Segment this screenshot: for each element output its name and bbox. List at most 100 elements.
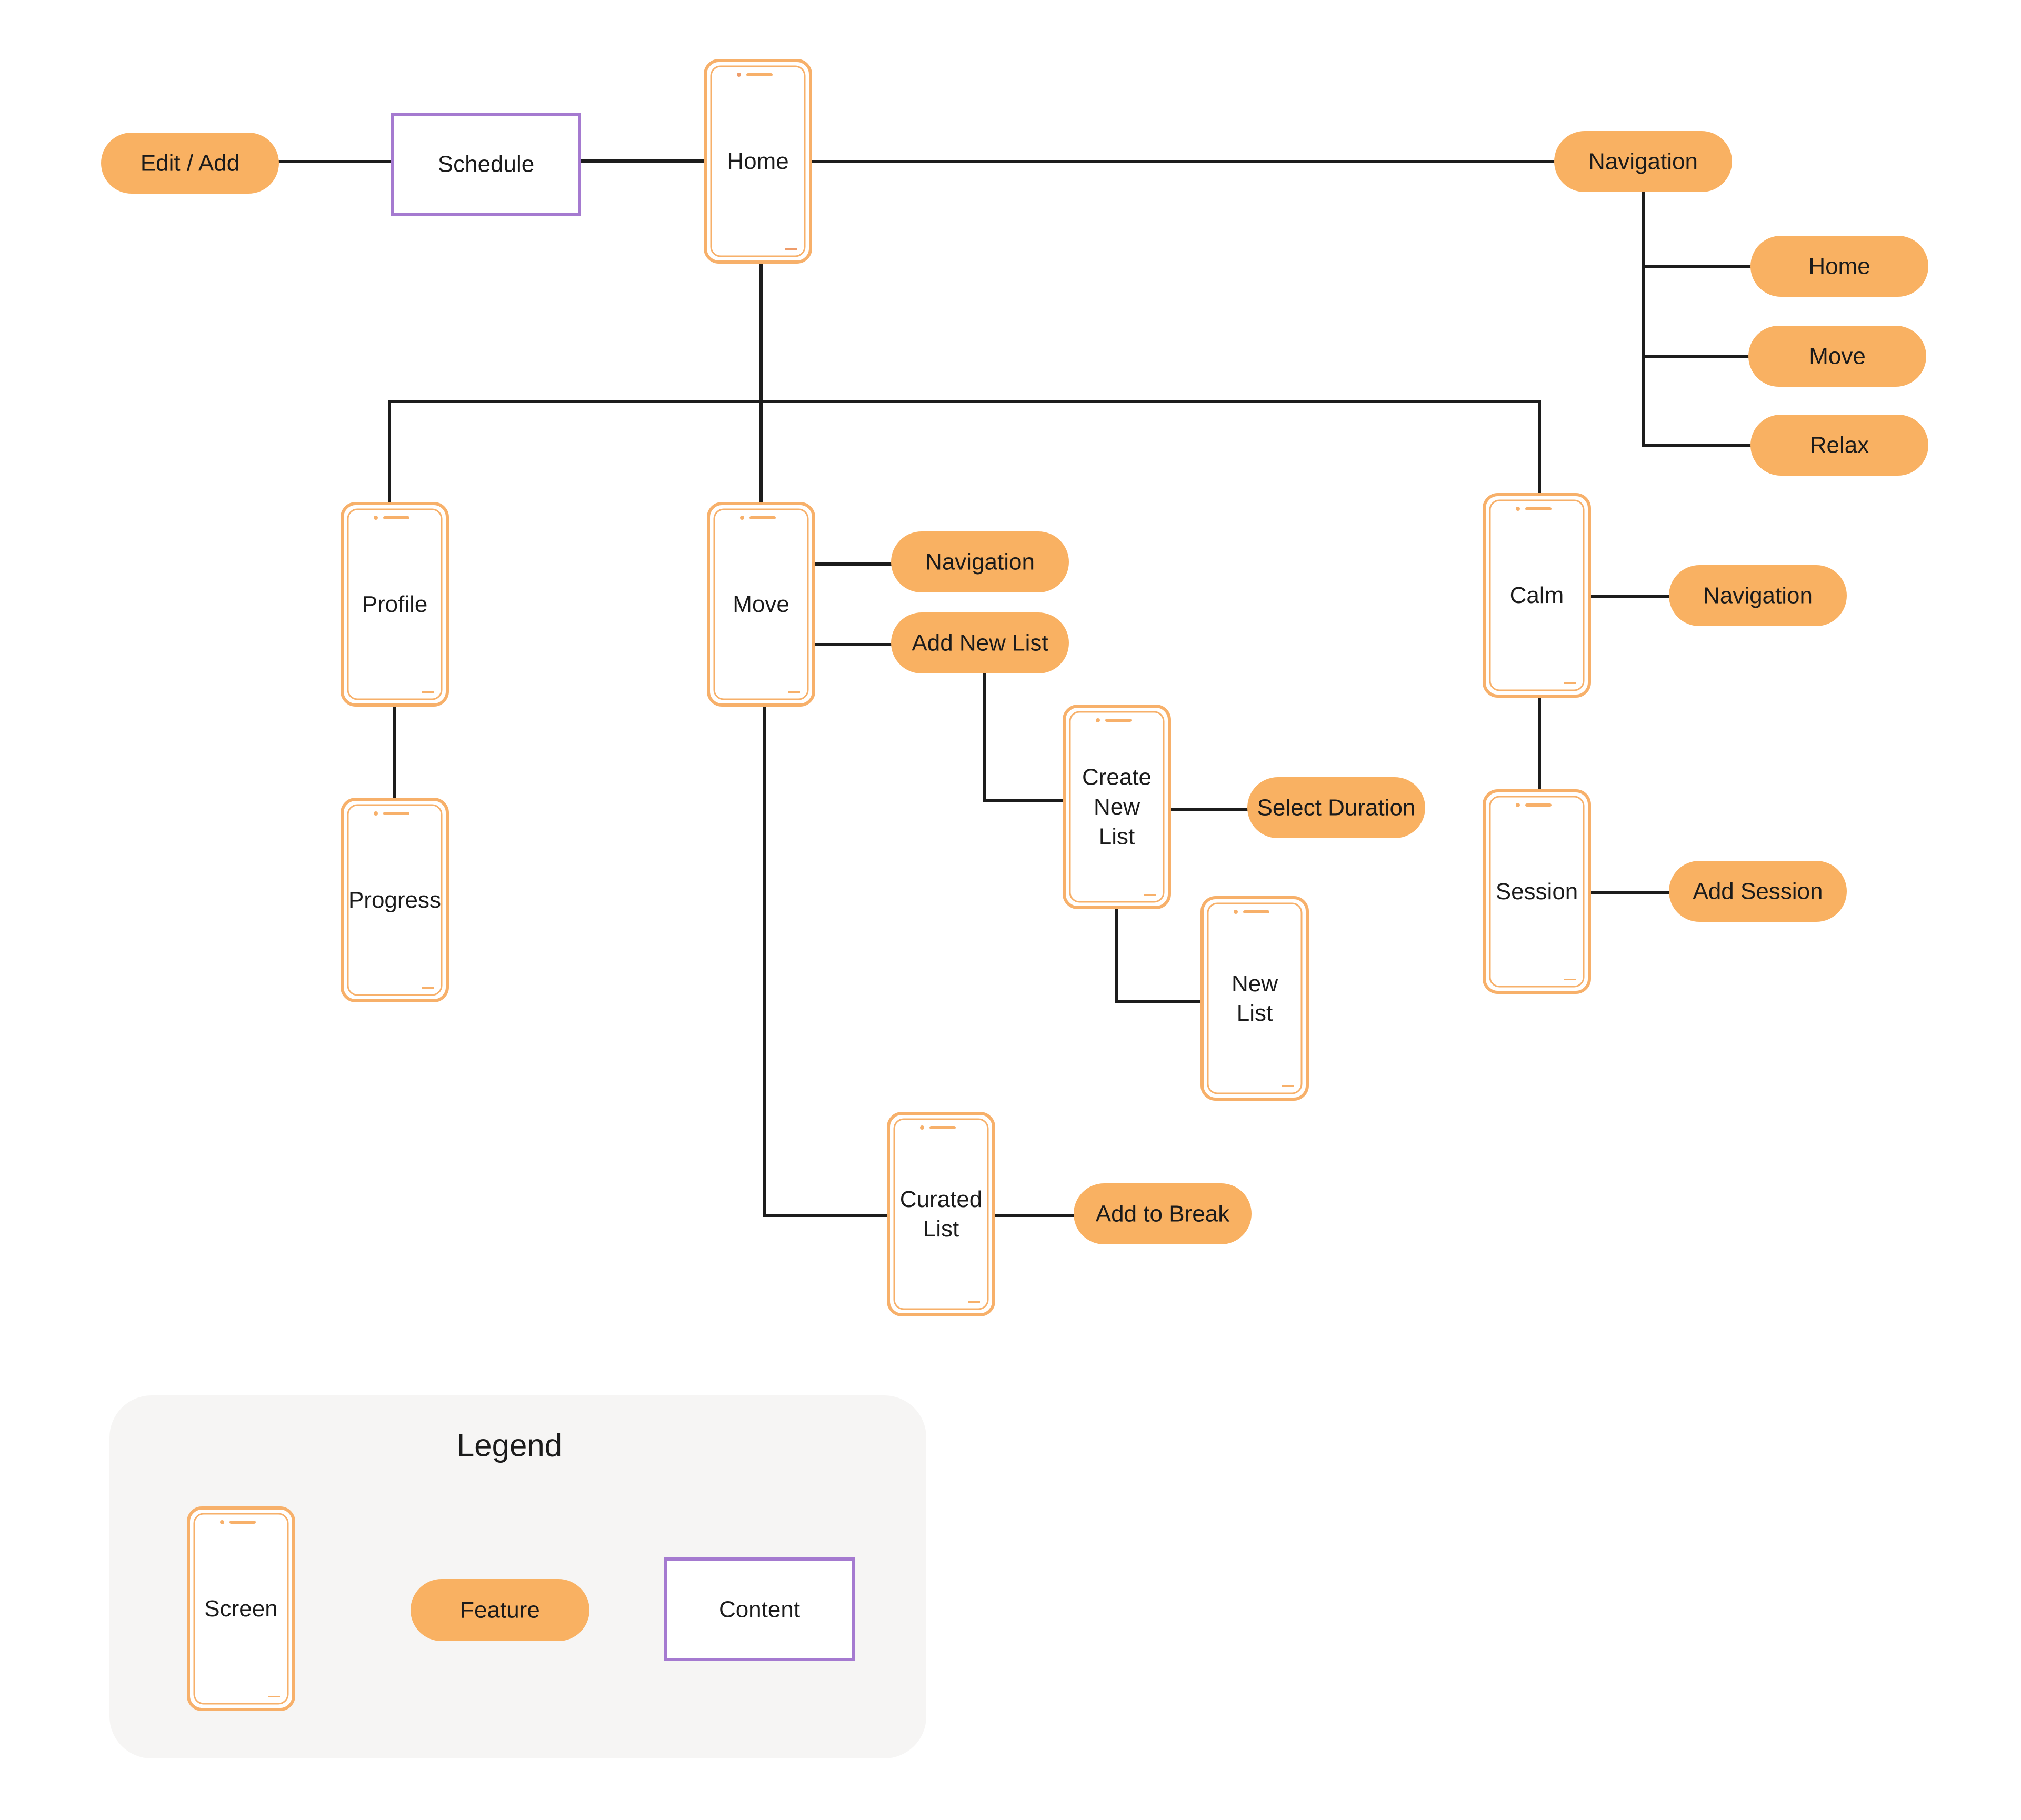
feature-pill [891,612,1069,673]
phone-frame [341,798,449,1002]
feature-label: Navigation [1703,583,1813,609]
feature-pill [1750,236,1928,297]
phone-inner-frame [1207,902,1303,1094]
phone-frame [1483,789,1591,994]
feature-label: Move [1809,344,1866,369]
phone-frame [707,502,815,707]
feature-label: Add to Break [1096,1201,1230,1227]
phone-frame [1200,896,1309,1101]
screen-label: List [1237,1000,1273,1026]
feature-pill [1669,565,1847,626]
feature-pill [1750,415,1928,476]
phone-inner-frame [1489,499,1585,691]
phone-camera [1234,910,1238,914]
phone-inner-frame [713,508,809,700]
feature-node-edit-add: Edit / Add [101,133,279,194]
content-label: Schedule [438,152,534,177]
connectors [277,159,1752,1217]
feature-label: Edit / Add [141,150,239,176]
connector-nav_top-to-nav_move [1642,265,1750,358]
phone-speaker [1525,507,1552,510]
feature-label: Navigation [1588,149,1698,175]
phone-camera [740,516,744,520]
screen-node-progress: Progress [341,798,449,1002]
phone-camera [1516,507,1520,511]
legend-content-sample: Content [664,1557,855,1661]
legend-panel [109,1395,926,1758]
screen-label: Create [1082,765,1152,790]
phone-home-indicator [422,987,434,989]
connector-create_new_list-to-new_list [1115,906,1204,1003]
screen-node-home: Home [704,59,812,264]
phone-camera [1516,803,1520,807]
feature-label: Relax [1810,433,1869,458]
phone-camera [374,516,378,520]
phone-speaker [383,516,409,519]
screen-node-session: Session [1483,789,1591,994]
phone-frame [887,1112,995,1316]
screen-node-move: Move [707,502,815,707]
phone-home-indicator [1144,894,1156,896]
screen-label: Curated [900,1186,983,1212]
phone-inner-frame [893,1118,989,1310]
connector-home-to-calm [759,400,1541,496]
phone-speaker [1243,910,1269,913]
feature-pill [1748,326,1926,387]
content-box [391,113,581,216]
feature-node-add-session: Add Session [1669,861,1847,922]
phone-inner-frame [1489,796,1585,988]
screen-label: New [1094,794,1140,820]
legend-title: Legend [457,1428,562,1463]
phone-home-indicator [1564,979,1576,980]
phone-speaker [383,812,409,815]
feature-pill [891,531,1069,592]
connector-nav_top-to-nav_relax [1642,355,1752,447]
feature-node-nav-top: Navigation [1554,131,1732,192]
feature-node-move-nav: Navigation [891,531,1069,592]
screen-label: Profile [362,591,428,617]
feature-pill [1669,861,1847,922]
phone-home-indicator [422,691,434,693]
phone-inner-frame [347,804,443,996]
phone-home-indicator [968,1301,980,1303]
connector-home-to-profile [388,400,763,505]
legend: Legend Screen Feature Content [109,1395,926,1758]
legend-feature-pill [411,1579,589,1641]
legend-content-label: Content [719,1597,800,1623]
phone-home-indicator [788,691,800,693]
feature-node-add-to-break: Add to Break [1074,1183,1252,1244]
phone-frame [341,502,449,707]
legend-screen-phone: Screen [187,1506,295,1711]
phone-camera [1096,718,1100,722]
connector-add_new_list-to-create_new_list [983,672,1066,802]
feature-node-add-new-list: Add New List [891,612,1069,673]
phone-speaker [929,1126,956,1129]
phone-speaker [229,1521,256,1524]
phone-inner-frame [347,508,443,700]
feature-pill [1247,777,1425,838]
screen-node-calm: Calm [1483,493,1591,698]
connector-nav_top-to-nav_home [1642,190,1752,268]
phone-frame [1063,705,1171,909]
feature-pill [1554,131,1732,192]
phone-camera [374,811,378,816]
phone-speaker [1105,719,1132,722]
screen-label: List [923,1216,959,1242]
phone-inner-frame [710,65,806,257]
phone-inner-frame [193,1513,289,1705]
phone-frame [704,59,812,264]
feature-node-nav-move: Move [1748,326,1926,387]
content-node-schedule: Schedule [391,113,581,216]
feature-node-select-duration: Select Duration [1247,777,1425,838]
phone-frame [187,1506,295,1711]
feature-node-calm-nav: Navigation [1669,565,1847,626]
screen-label: Session [1496,879,1578,904]
legend-feature-label: Feature [460,1597,540,1623]
feature-label: Select Duration [1257,795,1416,821]
phone-inner-frame [1069,711,1165,903]
screen-label: Home [727,148,788,174]
